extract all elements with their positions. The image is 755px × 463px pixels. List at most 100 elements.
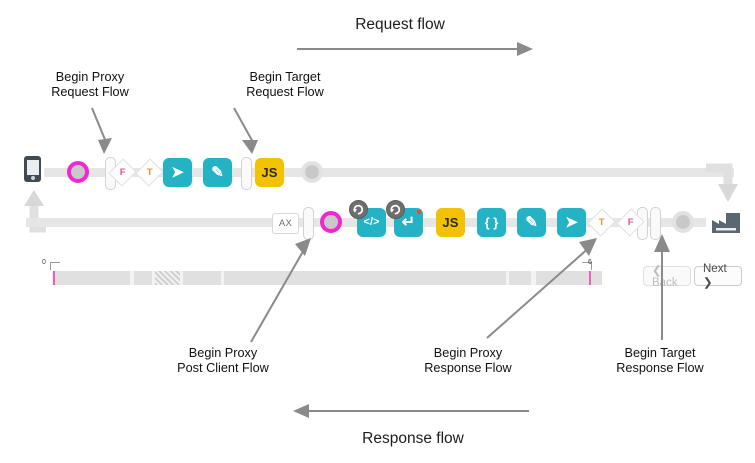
route-arrow-icon: ➤ [163, 158, 192, 187]
retry-badge-icon [349, 200, 368, 219]
target-response-barrier-2[interactable] [650, 207, 661, 240]
callout-begin-proxy-response-line2: Response Flow [424, 361, 512, 375]
phone-home-button [30, 176, 35, 180]
pill-bar-icon [241, 157, 252, 190]
retry-badge-icon [386, 200, 405, 219]
client-device-icon[interactable] [24, 156, 41, 182]
route-arrow-icon: ➤ [557, 208, 586, 237]
callout-begin-proxy-request-line1: Begin Proxy [55, 70, 125, 84]
flow-callout-icon: ↵ [386, 200, 423, 237]
callout-begin-target-request-line2: Request Flow [246, 85, 324, 99]
target-server-icon[interactable] [712, 211, 740, 233]
policy-json-2-glyph: { } [484, 215, 499, 230]
cond-false-2-label: F [627, 216, 634, 228]
next-button[interactable]: Next ❯ [694, 263, 742, 289]
policy-js-1-label: JS [261, 165, 278, 180]
cond-false-1-label: F [119, 166, 126, 178]
callout-arrow-begin-target-response [654, 234, 670, 340]
request-end-node[interactable] [301, 161, 323, 183]
magenta-ring-icon [320, 211, 342, 233]
request-flow-track [44, 168, 734, 177]
timeline-segment[interactable] [224, 271, 506, 285]
policy-js-1[interactable]: JS [255, 158, 284, 187]
policy-xml-2[interactable]: </> [349, 200, 386, 237]
cond-true-1-label: T [146, 166, 153, 178]
policy-assign-2[interactable]: ✎ [517, 208, 546, 237]
response-start-node[interactable] [672, 211, 694, 233]
callout-begin-proxy-response: Begin Proxy Response Flow [403, 346, 533, 376]
timeline-segment[interactable] [134, 271, 152, 285]
analytics-box-label: AX [278, 218, 293, 229]
policy-route-1[interactable]: ➤ [163, 158, 192, 187]
timeline-marker-start[interactable] [53, 271, 55, 285]
cond-true-2[interactable]: T [587, 208, 616, 237]
request-flow-title: Request flow [355, 16, 445, 33]
response-post-ring[interactable] [320, 211, 342, 233]
timeline-start-bracket [50, 262, 60, 270]
policy-assign-2-glyph: ✎ [525, 214, 538, 231]
policy-route-1-glyph: ➤ [171, 164, 184, 181]
pencil-icon: ✎ [203, 158, 232, 187]
timeline-segment[interactable] [55, 271, 130, 285]
timeline-segment[interactable] [509, 271, 531, 285]
timeline-segment[interactable] [536, 271, 602, 285]
policy-flowcallout-2-glyph: ↵ [401, 213, 416, 231]
callout-begin-proxy-post-client-line2: Post Client Flow [177, 361, 269, 375]
callout-begin-target-response: Begin Target Response Flow [595, 346, 725, 376]
json-braces-icon: { } [477, 208, 506, 237]
callout-begin-target-request: Begin Target Request Flow [220, 70, 350, 100]
cond-true-1[interactable]: T [135, 158, 164, 187]
gray-ring-icon [672, 211, 694, 233]
callout-begin-target-response-line1: Begin Target [624, 346, 696, 360]
timeline-end-bracket [582, 262, 592, 270]
phone-screen [26, 159, 39, 175]
pencil-icon: ✎ [517, 208, 546, 237]
callout-arrow-begin-target-request [233, 107, 258, 154]
target-request-barrier[interactable] [241, 157, 252, 190]
analytics-box[interactable]: AX [272, 213, 299, 234]
policy-json-2[interactable]: { } [477, 208, 506, 237]
timeline-marker-end[interactable] [589, 271, 591, 285]
response-flow-arrow [293, 404, 529, 418]
magenta-ring-icon [67, 161, 89, 183]
request-flow-arrow [297, 42, 533, 56]
timeline-start-tag: 0 [42, 259, 46, 266]
callout-begin-proxy-post-client-line1: Begin Proxy [188, 346, 258, 360]
callout-begin-proxy-post-client: Begin Proxy Post Client Flow [158, 346, 288, 376]
xml-code-icon: </> [349, 200, 386, 237]
javascript-icon: JS [436, 208, 465, 237]
callout-arrow-begin-proxy-request [91, 107, 112, 154]
factory-icon [712, 213, 740, 233]
policy-flowcallout-2[interactable]: ↵ [386, 200, 423, 237]
javascript-icon: JS [255, 158, 284, 187]
cond-false-1[interactable]: F [108, 158, 137, 187]
callout-begin-target-request-line1: Begin Target [249, 70, 321, 84]
gray-ring-icon [301, 161, 323, 183]
cond-true-2-label: T [598, 216, 605, 228]
policy-route-2-glyph: ➤ [565, 214, 578, 231]
callout-begin-proxy-request: Begin Proxy Request Flow [25, 70, 155, 100]
timeline-end-tag: 6 [588, 259, 592, 266]
timeline-segment[interactable] [183, 271, 221, 285]
callout-arrow-begin-proxy-post-client [250, 238, 311, 343]
policy-xml-2-glyph: </> [363, 216, 380, 228]
callout-begin-target-response-line2: Response Flow [616, 361, 704, 375]
callout-begin-proxy-request-line2: Request Flow [51, 85, 129, 99]
cond-false-2[interactable]: F [616, 208, 645, 237]
policy-assign-1-glyph: ✎ [211, 164, 224, 181]
timeline-segment-hatched[interactable] [155, 271, 180, 285]
policy-assign-1[interactable]: ✎ [203, 158, 232, 187]
request-start-ring[interactable] [67, 161, 89, 183]
policy-js-2[interactable]: JS [436, 208, 465, 237]
request-flow-end-arrow [706, 163, 738, 202]
error-dot-icon [417, 210, 421, 214]
response-flow-title: Response flow [362, 430, 464, 447]
policy-route-2[interactable]: ➤ [557, 208, 586, 237]
diamond-true-icon: T [135, 158, 164, 187]
ax-label-icon: AX [272, 213, 299, 234]
pill-bar-icon [650, 207, 661, 240]
response-flow-end-arrow [24, 190, 46, 233]
callout-begin-proxy-response-line1: Begin Proxy [433, 346, 503, 360]
callout-arrow-begin-proxy-response [486, 238, 597, 339]
